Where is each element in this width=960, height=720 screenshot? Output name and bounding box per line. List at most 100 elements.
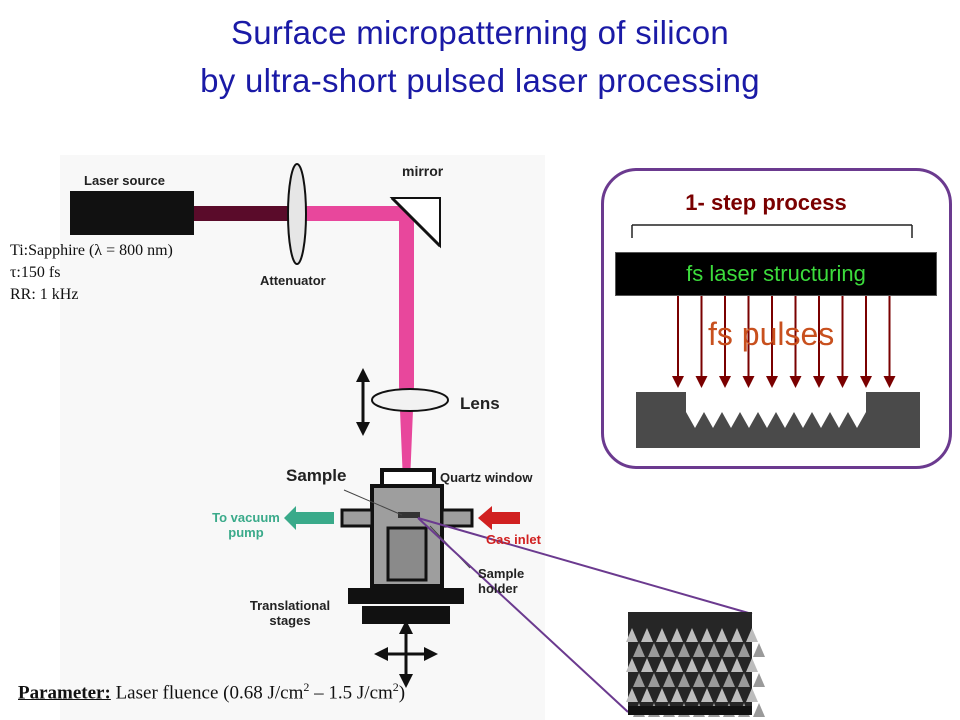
- sem-spike: [716, 658, 728, 672]
- sample-holder-label-2: holder: [478, 581, 518, 596]
- parameter-label: Parameter:: [18, 682, 111, 704]
- sem-spike: [641, 688, 653, 702]
- attenuator-label: Attenuator: [260, 273, 326, 288]
- stages-label-2: stages: [269, 613, 311, 628]
- attenuator-optic: [287, 163, 307, 265]
- vacuum-arrow: [284, 506, 334, 530]
- parameter-text-3: ): [398, 682, 406, 704]
- sem-spike: [671, 688, 683, 702]
- parameter-text-1: Laser fluence (0.68 J/cm: [110, 682, 304, 704]
- sem-spike: [716, 688, 728, 702]
- sample-holder-block: [386, 526, 428, 582]
- pulse-arrow-head: [695, 376, 708, 388]
- lens-label: Lens: [460, 394, 500, 413]
- pulse-arrows: [672, 296, 896, 388]
- sem-spike: [678, 673, 690, 687]
- sem-spike: [641, 628, 653, 642]
- to-vacuum-label-2: pump: [228, 525, 264, 540]
- sem-spike: [753, 703, 765, 717]
- sem-spike: [686, 688, 698, 702]
- sem-spike: [746, 658, 758, 672]
- sem-spike: [663, 643, 675, 657]
- sem-spike: [671, 628, 683, 642]
- sem-spike: [731, 688, 743, 702]
- sem-spike: [738, 643, 750, 657]
- sem-spike: [708, 673, 720, 687]
- parameter-line: Parameter: Laser fluence (0.68 J/cm2 – 1…: [18, 680, 405, 704]
- sem-spike: [723, 643, 735, 657]
- sem-spike: [648, 643, 660, 657]
- step-process-title: 1- step process: [685, 190, 847, 215]
- pulse-arrow-head: [813, 376, 825, 388]
- parameter-sup-2: 2: [392, 680, 399, 694]
- sample-holder-label-1: Sample: [478, 566, 525, 581]
- quartz-window-label: Quartz window: [440, 470, 533, 485]
- focusing-lens: [371, 388, 449, 412]
- pulse-arrow-head: [719, 376, 731, 388]
- sem-spike: [686, 628, 698, 642]
- spec-pulse: τ:150 fs: [10, 264, 61, 281]
- silicon-substrate: [636, 392, 920, 448]
- laser-beam-horizontal: [294, 206, 414, 221]
- sem-spike: [633, 673, 645, 687]
- sem-spike: [626, 688, 638, 702]
- gas-inlet-arrow: [478, 506, 520, 530]
- parameter-text-2: – 1.5 J/cm: [309, 682, 393, 704]
- sem-spike: [746, 628, 758, 642]
- sem-spike: [693, 643, 705, 657]
- sem-spike: [753, 643, 765, 657]
- spec-rr: RR: 1 kHz: [10, 286, 79, 303]
- stages-label-1: Translational: [249, 598, 331, 613]
- translational-stage-1: [348, 588, 464, 604]
- sem-spike: [738, 673, 750, 687]
- sem-spike: [656, 688, 668, 702]
- laser-beam-vertical: [399, 206, 414, 386]
- sem-spike: [701, 688, 713, 702]
- sem-spike: [723, 673, 735, 687]
- sem-spike: [626, 628, 638, 642]
- sem-spike: [701, 658, 713, 672]
- sem-spike: [626, 658, 638, 672]
- sample-label: Sample: [286, 466, 347, 485]
- sem-spike: [678, 643, 690, 657]
- sample-piece: [398, 512, 420, 518]
- sem-spike: [663, 673, 675, 687]
- sem-spike: [701, 628, 713, 642]
- laser-beam-dark: [194, 206, 294, 221]
- sem-spike: [731, 628, 743, 642]
- gas-inlet-label: Gas inlet: [486, 532, 541, 547]
- to-vacuum-label-1: To vacuum: [212, 510, 280, 525]
- sem-spike: [671, 658, 683, 672]
- pulse-arrow-head: [672, 376, 684, 388]
- pulse-arrow-head: [766, 376, 778, 388]
- spec-laser: Ti:Sapphire (λ = 800 nm): [10, 242, 173, 259]
- sem-spike: [693, 673, 705, 687]
- sem-spike: [633, 643, 645, 657]
- sem-spike: [656, 628, 668, 642]
- sem-spike: [641, 658, 653, 672]
- pulse-arrow-head: [836, 376, 849, 388]
- sem-spike: [716, 628, 728, 642]
- sem-spike: [686, 658, 698, 672]
- translational-stage-2: [362, 606, 450, 624]
- pulse-arrow-head: [883, 376, 896, 388]
- parameter-sup-1: 2: [303, 680, 310, 694]
- sem-spike: [708, 643, 720, 657]
- laser-source-block: [70, 191, 194, 235]
- sem-spike: [648, 673, 660, 687]
- pulse-arrow-head: [742, 376, 755, 388]
- pulse-arrow-head: [860, 376, 872, 388]
- slide-title-line-1: Surface micropatterning of silicon: [230, 14, 730, 51]
- mirror-label: mirror: [402, 163, 444, 179]
- pulse-arrow-head: [789, 376, 802, 388]
- sem-spike: [656, 658, 668, 672]
- fs-laser-structuring-bar: fs laser structuring: [615, 252, 937, 296]
- sem-spike: [731, 658, 743, 672]
- fs-pulses-label: fs pulses: [708, 316, 835, 352]
- laser-source-label: Laser source: [84, 173, 165, 188]
- sem-spike: [753, 673, 765, 687]
- sem-spike: [746, 688, 758, 702]
- slide-title-line-2: by ultra-short pulsed laser processing: [200, 62, 760, 99]
